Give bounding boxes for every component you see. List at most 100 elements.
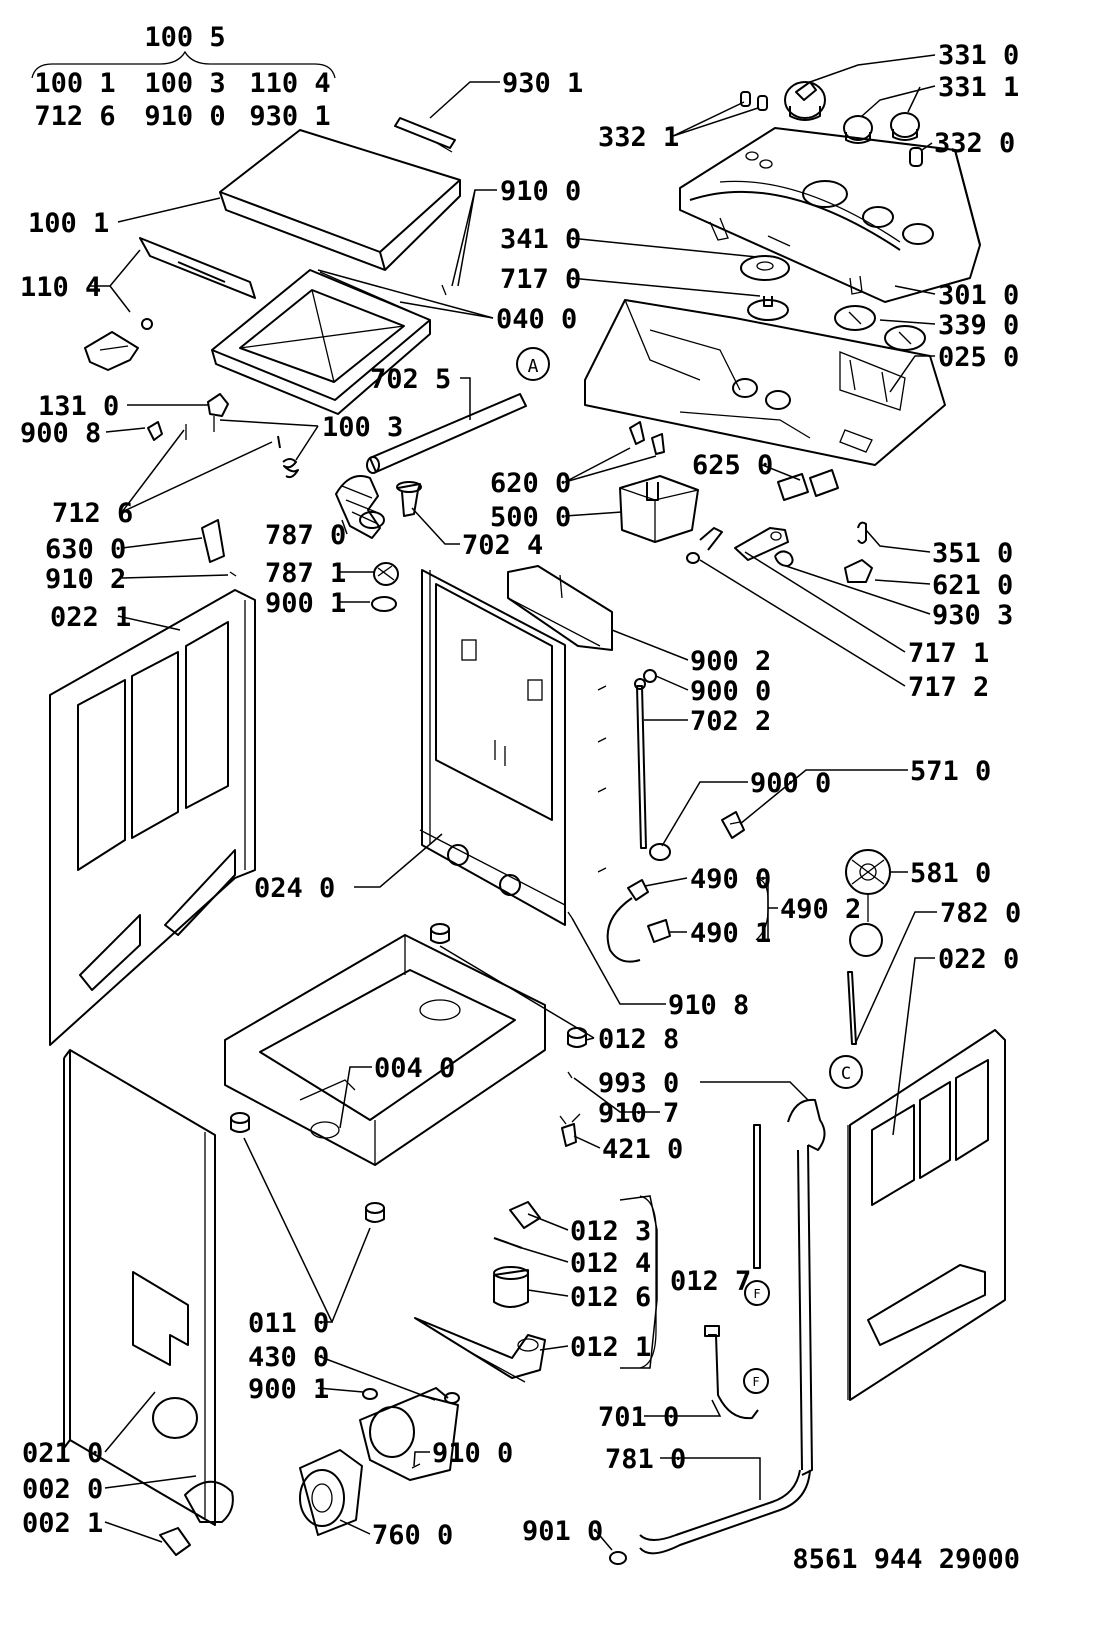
right-side-panel-part [847, 1029, 1006, 1401]
marker-a-text: A [528, 356, 539, 377]
drain-pin-part [493, 1237, 523, 1249]
callout-900-1-top: 900 1 [265, 588, 346, 619]
callout-760-0: 760 0 [372, 1520, 453, 1551]
callout-910-7: 910 7 [598, 1098, 679, 1129]
callout-900-2: 900 2 [690, 646, 771, 677]
control-frame-part [584, 299, 946, 466]
callout-620-0: 620 0 [490, 468, 571, 499]
callout-430-0: 430 0 [248, 1342, 329, 1373]
cord-clamp-part [647, 919, 671, 943]
connector-marker-f-bottom: F [743, 1368, 769, 1394]
callout-630-0: 630 0 [45, 534, 126, 565]
drain-hose-part [639, 1469, 811, 1555]
callout-701-0: 701 0 [598, 1402, 679, 1433]
callout-500-0: 500 0 [490, 502, 571, 533]
callout-011-0: 011 0 [248, 1308, 329, 1339]
belt-part [847, 971, 857, 1045]
callout-930-3: 930 3 [932, 600, 1013, 631]
kit-item-5: 910 0 [144, 101, 225, 132]
callout-012-8: 012 8 [598, 1024, 679, 1055]
callout-910-0-top: 910 0 [500, 176, 581, 207]
callout-993-0: 993 0 [598, 1068, 679, 1099]
callout-100-3: 100 3 [322, 412, 403, 443]
callout-331-1: 331 1 [938, 72, 1019, 103]
callout-332-0: 332 0 [934, 128, 1015, 159]
power-cord-part [606, 879, 649, 963]
cover-6300-part [201, 519, 225, 563]
callout-490-2: 490 2 [780, 894, 861, 925]
clamp-9001-part [371, 596, 397, 612]
cover-hinge-part [159, 1527, 191, 1556]
kit-brace [31, 50, 336, 79]
callout-022-0: 022 0 [938, 944, 1019, 975]
fitting-7024-part [396, 481, 422, 517]
kit-header: 100 5 100 1 100 3 110 4 712 6 910 0 930 … [31, 22, 336, 132]
top-rail-part [507, 565, 613, 651]
hose-guide-part [787, 1098, 826, 1476]
callout-002-0: 002 0 [22, 1474, 103, 1505]
callout-787-1: 787 1 [265, 558, 346, 589]
callout-930-1: 930 1 [502, 68, 583, 99]
kit-item-6: 930 1 [249, 101, 330, 132]
callout-910-8: 910 8 [668, 990, 749, 1021]
connector-clip-part [777, 469, 839, 501]
callout-717-1: 717 1 [908, 638, 989, 669]
capacitor-part [559, 1113, 581, 1147]
pump-filter-part [299, 1449, 363, 1536]
back-panel-part [419, 569, 566, 926]
callout-490-1: 490 1 [690, 918, 771, 949]
kit-item-4: 712 6 [34, 101, 115, 132]
light-guide-pair-part [740, 91, 768, 111]
interference-filter-part [629, 421, 665, 455]
callout-021-0: 021 0 [22, 1438, 103, 1469]
callout-901-0: 901 0 [522, 1516, 603, 1547]
screws-column-part [597, 669, 657, 873]
lid-lock-part [84, 318, 153, 371]
callout-787-0: 787 0 [265, 520, 346, 551]
selector-disc-part [747, 296, 789, 321]
tube-7022-part [634, 678, 647, 849]
left-side-panel-part [49, 589, 256, 1046]
cable-harness-part [686, 527, 794, 567]
knob-small-2-part [890, 112, 920, 141]
foot-left-part [230, 1112, 250, 1133]
callout-012-3: 012 3 [570, 1216, 651, 1247]
callout-421-0: 421 0 [602, 1134, 683, 1165]
pump-cover-part [184, 1480, 234, 1523]
foot-center-part [365, 1202, 385, 1223]
kit-item-3: 110 4 [249, 68, 330, 99]
front-panel-part [63, 1049, 216, 1526]
callout-621-0: 621 0 [932, 570, 1013, 601]
callout-002-1: 002 1 [22, 1508, 103, 1539]
marker-c-text: C [841, 1064, 851, 1084]
light-guide-part [909, 147, 923, 167]
lid-strip-part [394, 117, 456, 153]
bellows-hose-part [335, 475, 385, 539]
control-panel-part [679, 127, 981, 303]
hose-clip-part [609, 1551, 627, 1565]
drain-channel-part [414, 1317, 546, 1383]
callout-341-0: 341 0 [500, 224, 581, 255]
callout-110-4: 110 4 [20, 272, 101, 303]
marker-f-bottom-text: F [752, 1375, 759, 1389]
callout-571-0: 571 0 [910, 756, 991, 787]
marker-f-top-text: F [753, 1287, 760, 1301]
callout-900-0-a: 900 0 [690, 676, 771, 707]
callout-025-0: 025 0 [938, 342, 1019, 373]
callout-781-0: 781 0 [605, 1444, 686, 1475]
callout-339-0: 339 0 [938, 310, 1019, 341]
callout-004-0: 004 0 [374, 1053, 455, 1084]
kit-item-2: 100 3 [144, 68, 225, 99]
foot-top-part [430, 923, 450, 944]
callout-100-1: 100 1 [28, 208, 109, 239]
spring-part [277, 435, 299, 479]
screw-markers-part [229, 284, 573, 1469]
callout-012-1: 012 1 [570, 1332, 651, 1363]
callout-022-1: 022 1 [50, 602, 131, 633]
lid-handle-part [139, 237, 256, 299]
knob-small-1-part [843, 115, 873, 144]
filter-7871-part [373, 562, 399, 586]
callout-012-4: 012 4 [570, 1248, 651, 1279]
callout-301-0: 301 0 [938, 280, 1019, 311]
